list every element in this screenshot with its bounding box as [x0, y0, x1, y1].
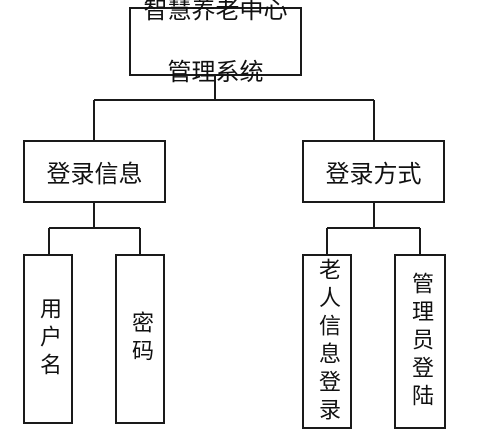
node-login-info: 登录信息	[23, 140, 166, 203]
node-password: 密码	[115, 254, 165, 424]
node-username-label: 用户名	[36, 297, 61, 381]
node-admin-login: 管理员登陆	[394, 254, 446, 429]
node-login-method: 登录方式	[302, 140, 445, 203]
node-username: 用户名	[23, 254, 73, 424]
node-elder-info-login: 老人信息登录	[302, 254, 352, 429]
node-password-label: 密码	[128, 311, 153, 367]
root-node: 智慧养老中心 管理系统	[129, 0, 302, 86]
node-elder-info-login-label: 老人信息登录	[315, 257, 340, 426]
root-title-line1: 智慧养老中心	[143, 0, 288, 24]
node-login-info-label: 登录信息	[46, 160, 143, 188]
root-title-line2: 管理系统	[167, 58, 264, 86]
node-admin-login-label: 管理员登陆	[408, 271, 433, 412]
node-login-method-label: 登录方式	[325, 160, 422, 188]
